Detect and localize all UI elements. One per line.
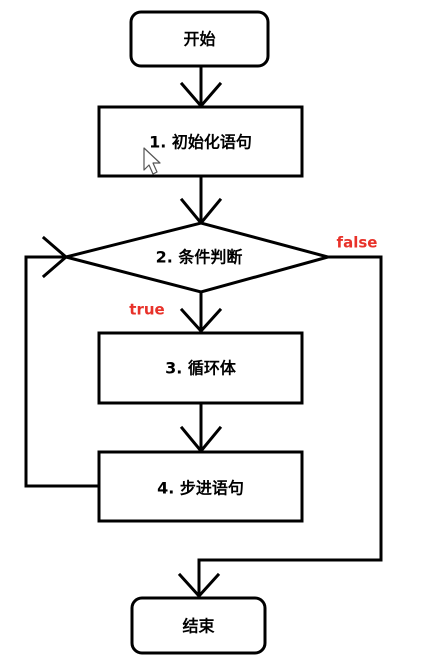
condition-label: 2. 条件判断 [156, 248, 243, 267]
connectors [24, 65, 383, 599]
init-process-shape [97, 105, 304, 178]
end-label: 结束 [181, 617, 215, 636]
step-label: 4. 步进语句 [157, 479, 244, 498]
edge-condition-to-end [197, 255, 383, 596]
condition-decision-shape [65, 221, 334, 294]
false-edge-label: false [337, 234, 378, 252]
step-process-shape [97, 450, 304, 523]
init-label: 1. 初始化语句 [149, 133, 252, 152]
body-process-shape [97, 331, 304, 405]
node-start: 开始 [129, 10, 270, 68]
node-end: 结束 [130, 596, 267, 655]
node-condition: 2. 条件判断 [65, 221, 334, 294]
arrowhead-condition-to-body [179, 307, 223, 334]
mouse-cursor-icon [143, 147, 161, 175]
node-step: 4. 步进语句 [97, 450, 304, 523]
start-terminal-shape [129, 10, 270, 68]
node-init: 1. 初始化语句 [97, 105, 304, 178]
edge-step-loop-back [24, 255, 99, 488]
node-body: 3. 循环体 [97, 331, 304, 405]
end-terminal-shape [130, 596, 267, 655]
true-edge-label: true [129, 301, 164, 319]
arrowhead-condition-to-end [177, 572, 221, 599]
start-label: 开始 [183, 30, 215, 49]
body-label: 3. 循环体 [165, 359, 237, 378]
